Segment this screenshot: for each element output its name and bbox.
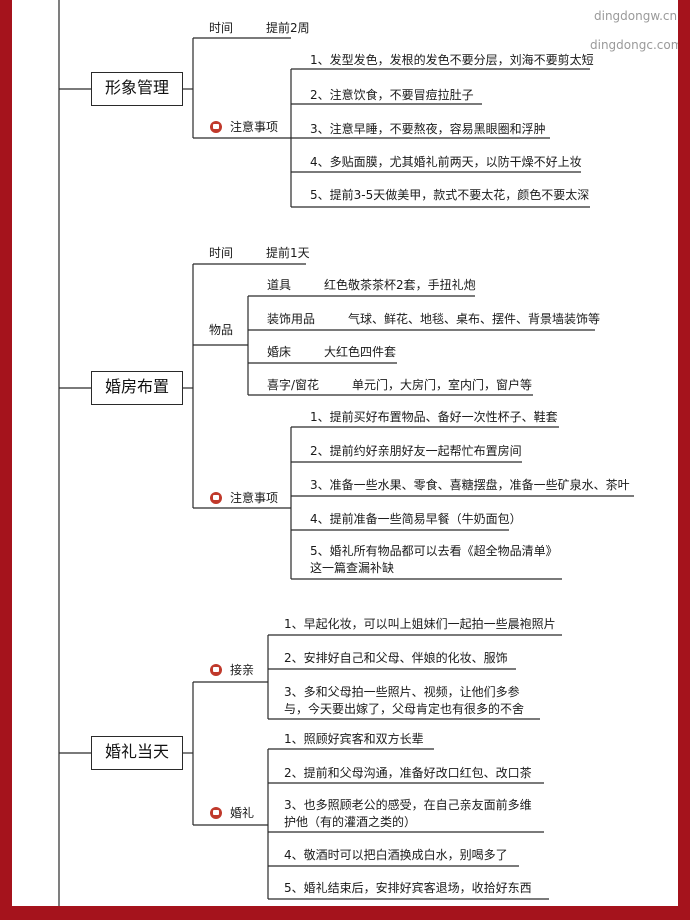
wedding-step-4: 4、敬酒时可以把白酒换成白水，别喝多了 bbox=[284, 848, 508, 862]
section-wedding-day[interactable]: 婚礼当天 bbox=[91, 736, 183, 770]
wedding-step-3: 3、也多照顾老公的感受，在自己亲友面前多维护他（有的灌酒之类的） bbox=[284, 798, 532, 829]
room-item-value-1: 红色敬茶茶杯2套，手扭礼炮 bbox=[324, 278, 476, 292]
room-time-label: 时间 bbox=[209, 246, 234, 260]
room-note-2: 2、提前约好亲朋好友一起帮忙布置房间 bbox=[310, 444, 522, 458]
wedding-step-5: 5、婚礼结束后，安排好宾客退场，收拾好东西 bbox=[284, 881, 532, 895]
section-room-decoration[interactable]: 婚房布置 bbox=[91, 371, 183, 405]
room-note-4: 4、提前准备一些简易早餐（牛奶面包） bbox=[310, 512, 522, 526]
room-items-label: 物品 bbox=[209, 323, 234, 337]
image-time-label: 时间 bbox=[209, 21, 234, 35]
image-note-4: 4、多贴面膜，尤其婚礼前两天，以防干燥不好上妆 bbox=[310, 155, 582, 169]
watermark-top: dingdongw.cn bbox=[594, 9, 678, 23]
room-time-value: 提前1天 bbox=[266, 246, 310, 260]
watermark-second: dingdongc.com bbox=[590, 38, 678, 52]
room-item-name-4: 喜字/窗花 bbox=[267, 378, 320, 392]
flag-icon bbox=[210, 492, 222, 504]
image-note-5: 5、提前3-5天做美甲，款式不要太花，颜色不要太深 bbox=[310, 188, 590, 202]
room-notes-label: 注意事项 bbox=[230, 491, 279, 505]
wedding-label: 婚礼 bbox=[230, 806, 255, 820]
room-note-3: 3、准备一些水果、零食、喜糖摆盘，准备一些矿泉水、茶叶 bbox=[310, 478, 630, 492]
image-notes-label: 注意事项 bbox=[230, 120, 279, 134]
flag-icon bbox=[210, 664, 222, 676]
room-item-value-3: 大红色四件套 bbox=[324, 345, 397, 359]
pickup-step-3: 3、多和父母拍一些照片、视频，让他们多参与，今天要出嫁了，父母肯定也有很多的不舍 bbox=[284, 685, 525, 716]
flag-icon bbox=[210, 121, 222, 133]
pickup-step-1: 1、早起化妆，可以叫上姐妹们一起拍一些晨袍照片 bbox=[284, 617, 556, 631]
mind-map-canvas: dingdongw.cn dingdongc.com 形象管理 时间 提前2周 … bbox=[12, 0, 678, 906]
image-note-1: 1、发型发色，发根的发色不要分层，刘海不要剪太短 bbox=[310, 53, 594, 67]
room-item-name-1: 道具 bbox=[267, 278, 292, 292]
flag-icon bbox=[210, 807, 222, 819]
section-image-management[interactable]: 形象管理 bbox=[91, 72, 183, 106]
image-note-2: 2、注意饮食，不要冒痘拉肚子 bbox=[310, 88, 474, 102]
room-item-value-4: 单元门，大房门，室内门，窗户等 bbox=[352, 378, 533, 392]
image-note-3: 3、注意早睡，不要熬夜，容易黑眼圈和浮肿 bbox=[310, 122, 546, 136]
room-item-name-3: 婚床 bbox=[267, 345, 292, 359]
connector-lines bbox=[58, 0, 634, 906]
room-item-name-2: 装饰用品 bbox=[267, 312, 316, 326]
pickup-label: 接亲 bbox=[230, 663, 255, 677]
wedding-step-2: 2、提前和父母沟通，准备好改口红包、改口茶 bbox=[284, 766, 532, 780]
room-note-5: 5、婚礼所有物品都可以去看《超全物品清单》这一篇查漏补缺 bbox=[310, 544, 558, 575]
wedding-step-1: 1、照顾好宾客和双方长辈 bbox=[284, 732, 424, 746]
room-note-1: 1、提前买好布置物品、备好一次性杯子、鞋套 bbox=[310, 410, 558, 424]
image-time-value: 提前2周 bbox=[266, 21, 310, 35]
room-item-value-2: 气球、鲜花、地毯、桌布、摆件、背景墙装饰等 bbox=[348, 312, 601, 326]
pickup-step-2: 2、安排好自己和父母、伴娘的化妆、服饰 bbox=[284, 651, 508, 665]
